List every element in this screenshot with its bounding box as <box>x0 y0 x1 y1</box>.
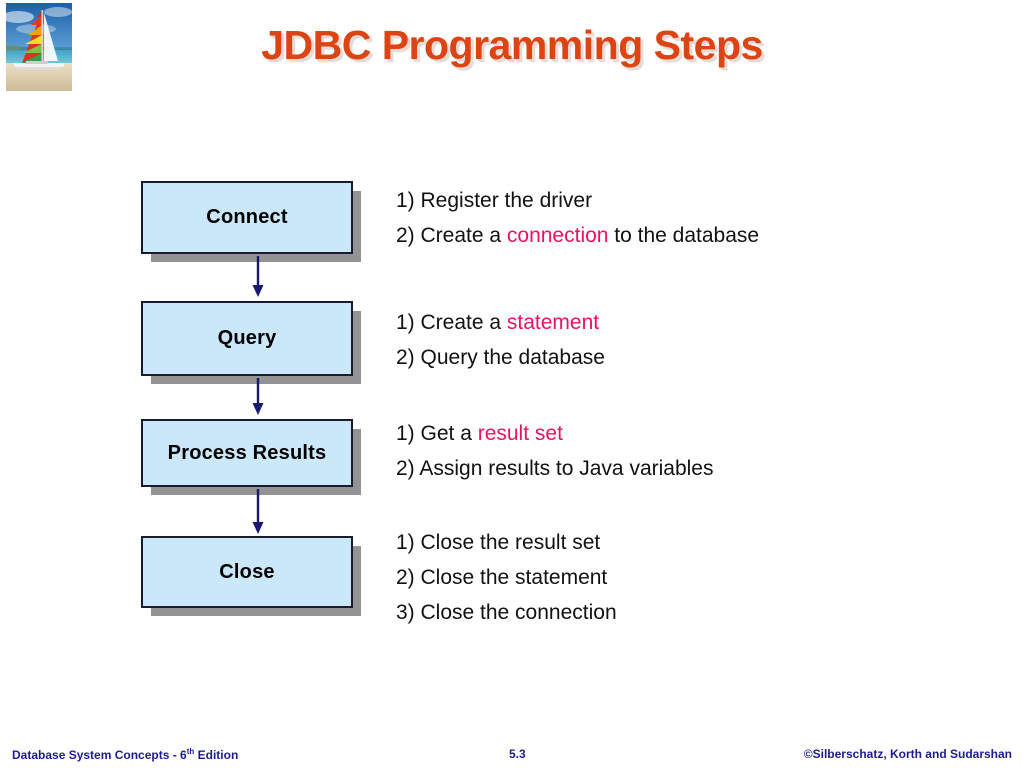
step-line: 1) Get a result set <box>396 416 713 451</box>
sailboat-beach-photo <box>6 3 72 91</box>
step-line-highlight: statement <box>506 311 600 334</box>
footer-copyright: ©Silberschatz, Korth and Sudarshan <box>803 747 1012 761</box>
footer-edition-ordinal: th <box>186 747 195 756</box>
step-description-process-results: 1) Get a result set 2) Assign results to… <box>396 416 713 486</box>
flow-box-close[interactable]: Close <box>141 536 353 608</box>
footer-book-title-main: Database System Concepts - 6 <box>12 748 187 762</box>
step-line: 3) Close the connection <box>396 595 617 630</box>
step-line-prefix: 1) Register the driver <box>396 189 593 212</box>
step-line: 2) Query the database <box>396 340 605 375</box>
step-line-prefix: 2) Create a <box>396 224 507 247</box>
footer-edition-tail: Edition <box>194 748 239 762</box>
flow-box-label: Process Results <box>167 441 327 464</box>
flow-box-label: Connect <box>206 206 288 228</box>
flow-box-connect[interactable]: Connect <box>141 181 353 254</box>
flow-box-process-results[interactable]: Process Results <box>141 419 353 487</box>
arrow-connect-to-query <box>248 256 268 298</box>
step-description-connect: 1) Register the driver 2) Create a conne… <box>396 183 759 253</box>
page-title: JDBC Programming Steps <box>261 22 763 68</box>
step-line-highlight: connection <box>506 224 609 247</box>
step-line: 1) Close the result set <box>396 525 617 560</box>
step-line-highlight: result set <box>477 422 563 445</box>
step-line: 2) Close the statement <box>396 560 617 595</box>
step-line: 1) Register the driver <box>396 183 759 218</box>
slide-footer: Database System Concepts - 6th Edition 5… <box>0 744 1024 768</box>
step-line: 2) Create a connection to the database <box>396 218 759 253</box>
step-description-query: 1) Create a statement 2) Query the datab… <box>396 305 605 375</box>
step-line-prefix: 3) Close the connection <box>396 601 617 624</box>
step-line-suffix: to the database <box>608 224 760 247</box>
step-line-prefix: 1) Get a <box>396 422 478 445</box>
flow-box-label: Close <box>219 560 275 583</box>
step-line-prefix: 2) Assign results to Java variables <box>396 457 714 480</box>
arrow-process-results-to-close <box>248 489 268 535</box>
step-line-prefix: 2) Close the statement <box>396 566 608 589</box>
slide-number: 5.3 <box>509 747 526 761</box>
step-line-prefix: 1) Create a <box>396 311 507 334</box>
flow-box-query[interactable]: Query <box>141 301 353 376</box>
step-line-prefix: 1) Close the result set <box>396 531 601 554</box>
flow-box-label: Query <box>217 327 277 349</box>
arrow-query-to-process-results <box>248 378 268 416</box>
step-line-prefix: 2) Query the database <box>396 346 605 369</box>
step-line: 1) Create a statement <box>396 305 605 340</box>
footer-book-title: Database System Concepts - 6th Edition <box>12 747 238 762</box>
step-description-close: 1) Close the result set 2) Close the sta… <box>396 525 617 630</box>
step-line: 2) Assign results to Java variables <box>396 451 713 486</box>
